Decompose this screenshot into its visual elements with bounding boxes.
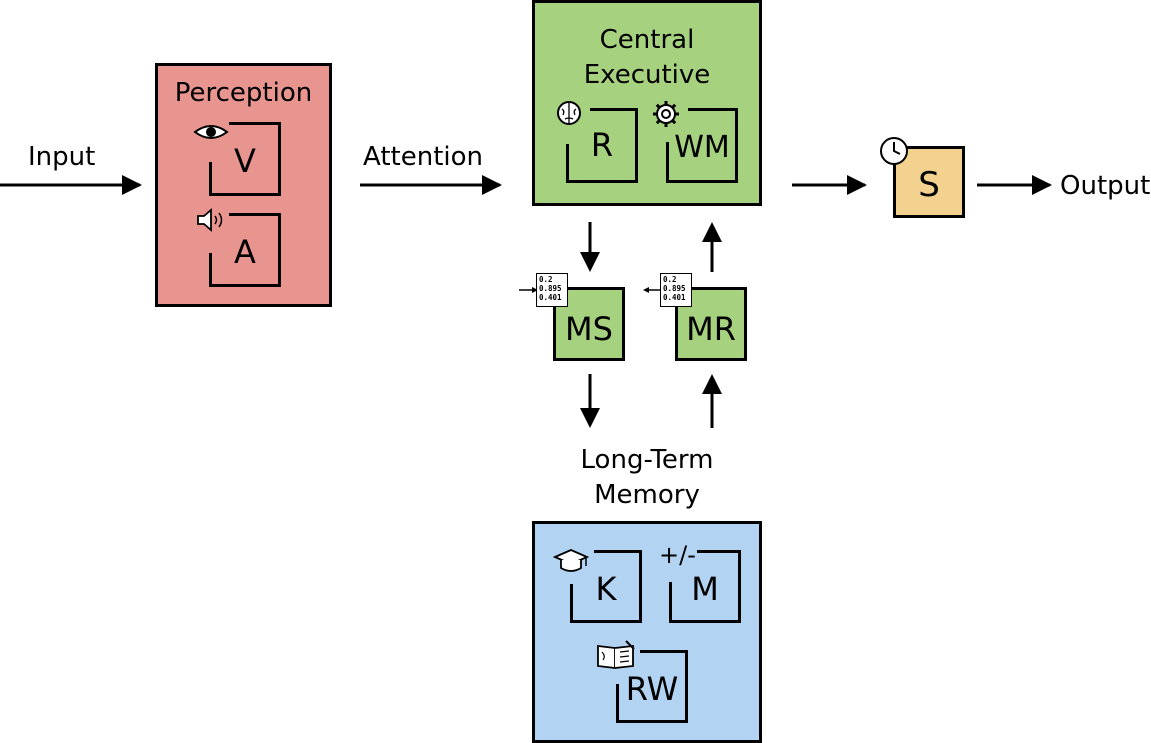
module-ms: MS [553,287,625,361]
ltm-title-line2: Memory [594,480,700,510]
module-k: K [570,550,642,623]
embedding-value-3: 0.401 [539,293,562,302]
embedding-value-2: 0.895 [539,284,562,293]
module-v-label: V [234,142,256,180]
module-v: V [209,122,281,196]
module-rw: RW [616,650,688,723]
perception-title: Perception [174,78,313,108]
module-a-label: A [234,233,256,271]
perception-panel: Perception [155,63,332,307]
module-ms-label: MS [565,310,613,348]
module-a: A [209,213,281,287]
speaker-icon [197,208,223,232]
eye-icon [193,125,229,139]
module-k-label: K [595,570,617,608]
graduation-cap-icon [552,549,590,572]
module-m: M [669,550,741,623]
module-wm-label: WM [674,130,730,165]
embedding-value-2: 0.895 [663,284,686,293]
central-title-line1: Central [599,25,695,55]
embedding-doc-icon-mr: 0.2 0.895 0.401 [660,273,692,307]
attention-label: Attention [363,142,483,172]
embedding-value-1: 0.2 [539,275,553,284]
module-r-label: R [590,126,614,164]
book-pen-icon [597,640,635,670]
embedding-value-1: 0.2 [663,275,677,284]
clock-icon [880,137,908,165]
gear-icon [653,101,679,127]
ltm-title-line1: Long-Term [580,445,714,475]
output-label: Output [1060,171,1151,201]
module-mr-label: MR [686,310,736,348]
central-title-line2: Executive [583,60,711,90]
plus-minus-icon: +/- [658,541,697,569]
module-wm: WM [666,108,738,183]
module-m-label: M [691,570,719,608]
input-label: Input [28,142,96,172]
brain-icon [557,101,581,125]
embedding-value-3: 0.401 [663,293,686,302]
module-rw-label: RW [625,670,679,708]
embedding-doc-icon-ms: 0.2 0.895 0.401 [536,273,568,307]
module-r: R [566,108,638,183]
module-s-label: S [918,165,940,205]
